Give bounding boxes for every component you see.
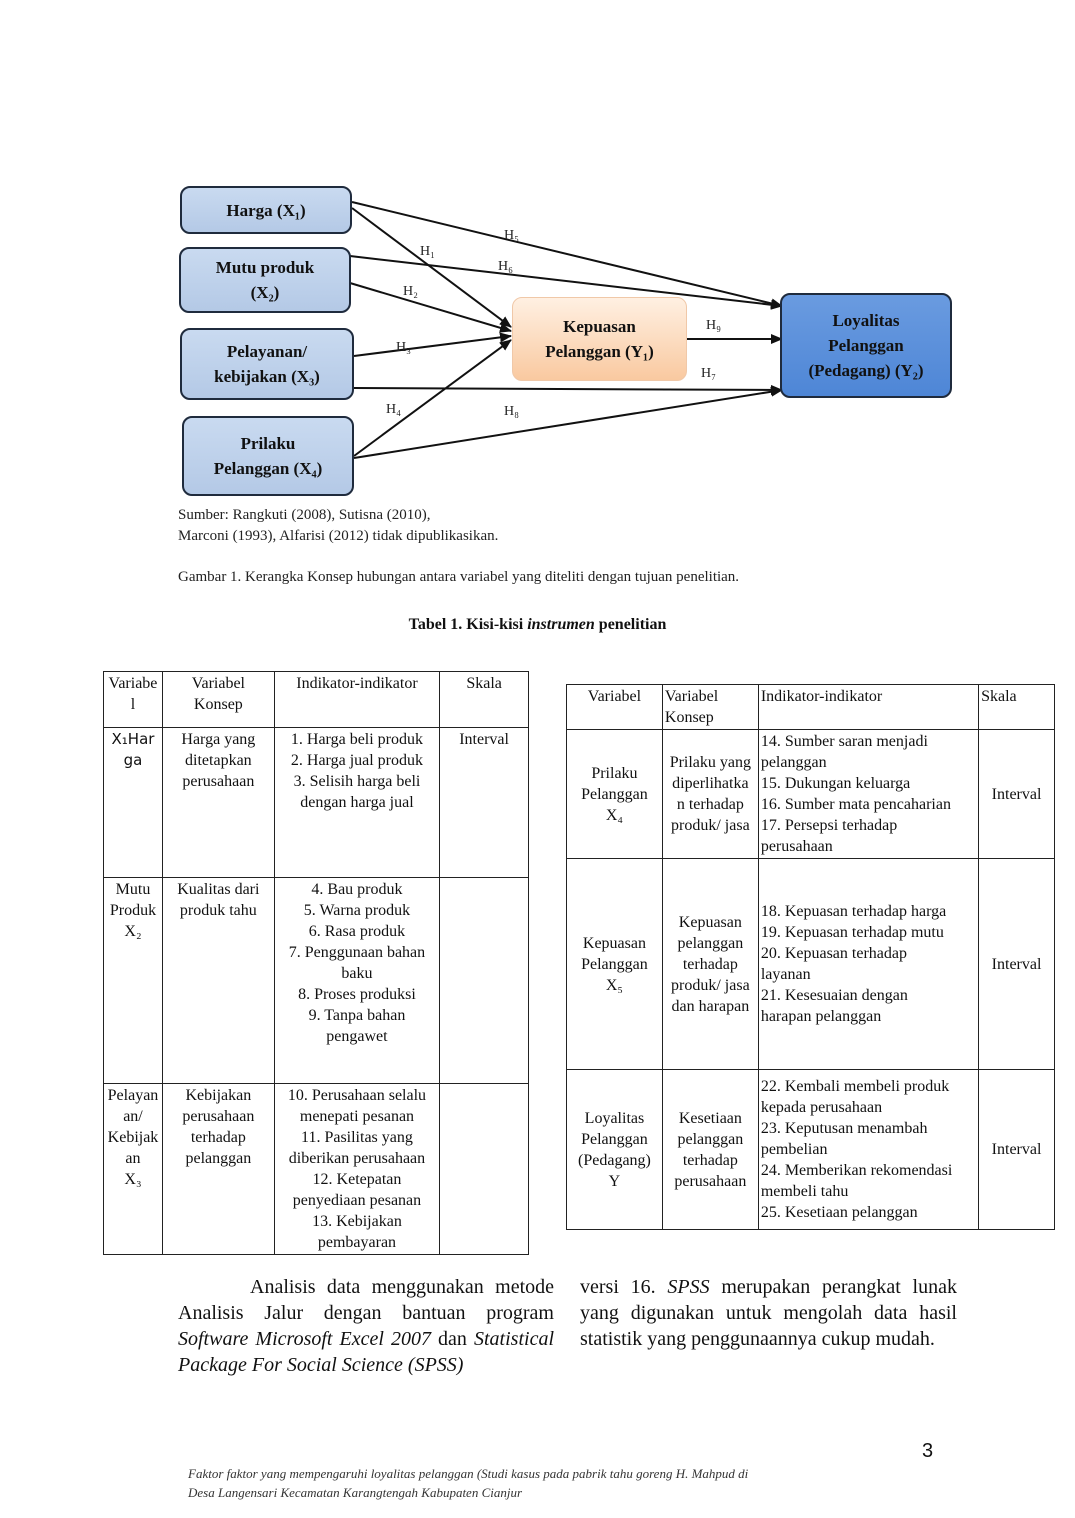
figure-source-line2: Marconi (1993), Alfarisi (2012) tidak di… xyxy=(178,528,499,544)
cell-konsep: Kualitas dari produk tahu xyxy=(161,877,275,1084)
label-h7: H₇ xyxy=(701,366,716,381)
table-left: Variabe l Variabel Konsep Indikator-indi… xyxy=(103,671,529,1255)
body-right-column: versi 16. SPSS merupakan perangkat lunak… xyxy=(580,1274,957,1352)
label-h9: H₉ xyxy=(706,318,721,333)
table-header-row: Variabe l Variabel Konsep Indikator-indi… xyxy=(103,671,529,728)
body-left-text-2: dan xyxy=(431,1328,474,1350)
footer-line2: Desa Langensari Kecamatan Karangtengah K… xyxy=(188,1485,523,1500)
cell-indikator: 1. Harga beli produk 2. Harga jual produ… xyxy=(273,727,441,878)
node-harga: Harga (X₁) xyxy=(180,186,352,234)
cell-variabel: Kepuasan Pelanggan X₅ xyxy=(566,858,663,1070)
header-variabel-konsep: Variabel Konsep xyxy=(661,684,759,730)
arrow-h4 xyxy=(353,339,512,457)
cell-konsep: Kepuasan pelanggan terhadap produk/ jasa… xyxy=(661,858,759,1070)
cell-indikator: 14. Sumber saran menjadi pelanggan 15. D… xyxy=(757,729,980,859)
header-skala: Skala xyxy=(978,684,1055,730)
header-variabel-konsep: Variabel Konsep xyxy=(161,671,275,728)
table-row: Prilaku Pelanggan X₄ Prilaku yang diperl… xyxy=(566,729,1055,859)
header-variabel: Variabel xyxy=(566,684,663,730)
arrow-h5 xyxy=(351,201,783,309)
cell-skala: Interval xyxy=(978,729,1055,859)
cell-skala: Interval xyxy=(439,727,529,878)
footer-line1: Faktor faktor yang mempengaruhi loyalita… xyxy=(188,1466,749,1481)
body-left-column: Analisis data menggunakan metode Analisi… xyxy=(178,1274,554,1378)
arrow-h8 xyxy=(353,386,783,459)
table-title-suffix: penelitian xyxy=(594,616,667,633)
label-h8: H₈ xyxy=(504,404,519,419)
arrow-h3 xyxy=(353,332,512,357)
node-mutu-produk: Mutu produk (X₂) xyxy=(179,247,351,313)
body-right-italic: SPSS xyxy=(667,1276,710,1298)
cell-konsep: Harga yang ditetapkan perusahaan xyxy=(161,727,275,878)
header-indikator: Indikator-indikator xyxy=(757,684,980,730)
table-row: X₁Har ga Harga yang ditetapkan perusahaa… xyxy=(103,727,529,878)
cell-indikator: 22. Kembali membeli produk kepada perusa… xyxy=(757,1069,980,1230)
table-row: Pelayan an/ Kebijak an X₃ Kebijakan peru… xyxy=(103,1083,529,1255)
label-h4: H₄ xyxy=(386,402,401,417)
arrow-h2 xyxy=(349,282,512,333)
node-kepuasan: Kepuasan Pelanggan (Y₁) xyxy=(512,297,687,381)
header-variabel: Variabe l xyxy=(103,671,163,728)
cell-skala: Interval xyxy=(978,858,1055,1070)
cell-skala xyxy=(439,1083,529,1255)
header-indikator: Indikator-indikator xyxy=(273,671,441,728)
node-loyalitas: Loyalitas Pelanggan (Pedagang) (Y₂) xyxy=(780,293,952,398)
node-prilaku: Prilaku Pelanggan (X₄) xyxy=(182,416,354,496)
label-h2: H₂ xyxy=(403,284,418,299)
label-h6: H₆ xyxy=(498,259,513,274)
cell-variabel: Pelayan an/ Kebijak an X₃ xyxy=(103,1083,163,1255)
page-number: 3 xyxy=(922,1440,934,1462)
arrow-h6 xyxy=(349,255,783,310)
table-header-row: Variabel Variabel Konsep Indikator-indik… xyxy=(566,684,1055,730)
table-right: Variabel Variabel Konsep Indikator-indik… xyxy=(566,684,1055,1230)
body-left-italic-2: Statistical Package For Social Science (… xyxy=(178,1328,554,1376)
label-h5: H₅ xyxy=(504,228,519,243)
table-row: Mutu Produk X₂ Kualitas dari produk tahu… xyxy=(103,877,529,1084)
cell-variabel: X₁Har ga xyxy=(103,727,163,878)
cell-variabel: Mutu Produk X₂ xyxy=(103,877,163,1084)
arrow-h1 xyxy=(351,207,512,328)
table-title: Tabel 1. Kisi-kisi instrumen penelitian xyxy=(0,616,1075,634)
arrow-h7 xyxy=(353,384,783,395)
figure-caption: Gambar 1. Kerangka Konsep hubungan antar… xyxy=(178,569,740,585)
cell-indikator: 4. Bau produk 5. Warna produk 6. Rasa pr… xyxy=(273,877,441,1084)
cell-konsep: Prilaku yang diperlihatka n terhadap pro… xyxy=(661,729,759,859)
cell-konsep: Kebijakan perusahaan terhadap pelanggan xyxy=(161,1083,275,1255)
table-title-italic: instrumen xyxy=(527,616,595,633)
body-left-italic-1: Software Microsoft Excel 2007 xyxy=(178,1328,431,1350)
node-pelayanan: Pelayanan/ kebijakan (X₃) xyxy=(180,328,354,400)
figure-source-line1: Sumber: Rangkuti (2008), Sutisna (2010), xyxy=(178,507,431,523)
cell-skala: Interval xyxy=(978,1069,1055,1230)
table-row: Loyalitas Pelanggan (Pedagang) Y Kesetia… xyxy=(566,1069,1055,1230)
body-left-text-1: Analisis data menggunakan metode Analisi… xyxy=(178,1276,554,1324)
cell-variabel: Loyalitas Pelanggan (Pedagang) Y xyxy=(566,1069,663,1230)
body-right-text-1: versi 16. xyxy=(580,1276,668,1298)
cell-konsep: Kesetiaan pelanggan terhadap perusahaan xyxy=(661,1069,759,1230)
label-h1: H₁ xyxy=(420,244,435,259)
table-title-prefix: Tabel 1. Kisi-kisi xyxy=(408,616,528,633)
body-right-text-2: merupakan perangkat lunak yang digunakan… xyxy=(580,1276,957,1350)
concept-diagram xyxy=(349,201,783,459)
cell-skala xyxy=(439,877,529,1084)
table-row: Kepuasan Pelanggan X₅ Kepuasan pelanggan… xyxy=(566,858,1055,1070)
cell-indikator: 18. Kepuasan terhadap harga 19. Kepuasan… xyxy=(757,858,980,1070)
cell-variabel: Prilaku Pelanggan X₄ xyxy=(566,729,663,859)
header-skala: Skala xyxy=(439,671,529,728)
cell-indikator: 10. Perusahaan selalu menepati pesanan 1… xyxy=(273,1083,441,1255)
label-h3: H₃ xyxy=(396,340,411,355)
